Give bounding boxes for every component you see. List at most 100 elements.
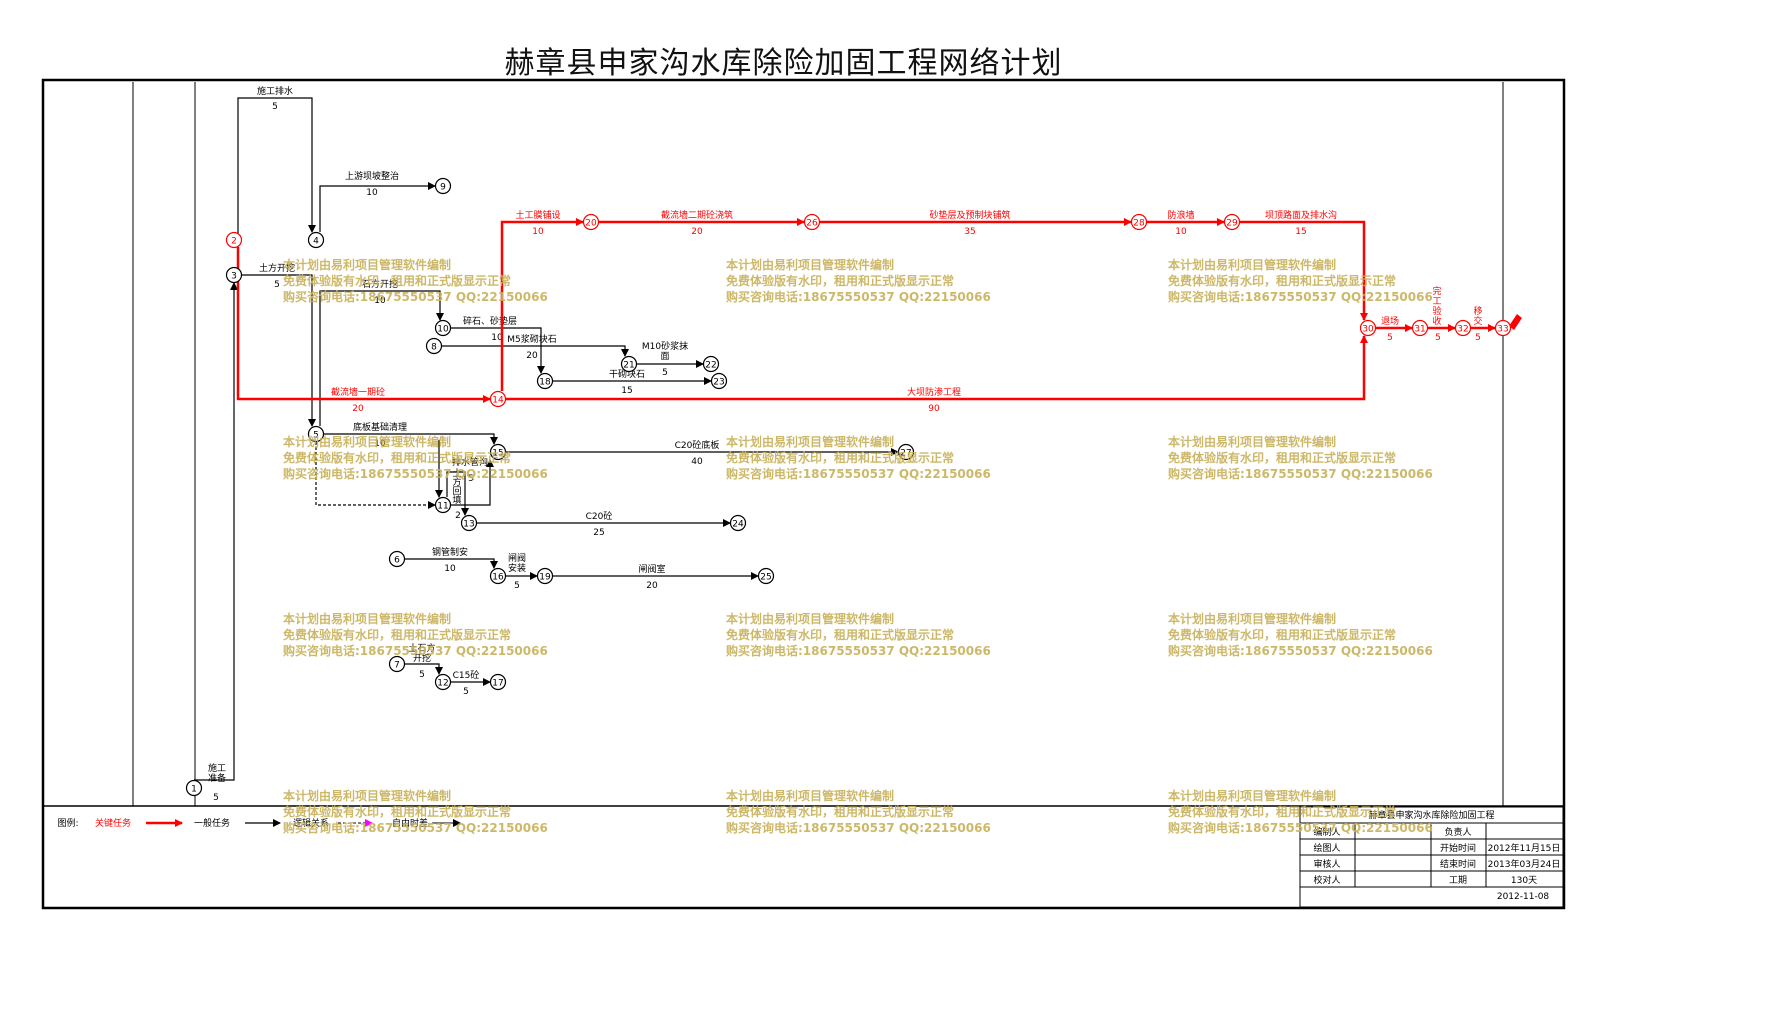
activity-name: 钢管制安	[432, 546, 468, 558]
activity-duration: 10	[1175, 227, 1187, 237]
node-number: 28	[1133, 219, 1145, 229]
watermark-line: 本计划由易利项目管理软件编制	[283, 612, 452, 626]
node-number: 4	[313, 237, 319, 247]
watermark: 本计划由易利项目管理软件编制免费体验版有水印，租用和正式版显示正常购买咨询电话:…	[1168, 434, 1433, 482]
activity-name: 防浪墙	[1167, 209, 1194, 221]
watermark: 本计划由易利项目管理软件编制免费体验版有水印，租用和正式版显示正常购买咨询电话:…	[283, 788, 548, 836]
watermark-line: 本计划由易利项目管理软件编制	[726, 612, 895, 626]
info-table-cell: 绘图人	[1313, 842, 1340, 854]
activity-name: C20砼	[586, 510, 613, 522]
activity-duration: 15	[1295, 227, 1306, 237]
watermark-line: 本计划由易利项目管理软件编制	[726, 435, 895, 449]
node-number: 32	[1457, 325, 1468, 335]
node-21: 21	[620, 355, 638, 373]
node-number: 33	[1497, 325, 1508, 335]
watermark: 本计划由易利项目管理软件编制免费体验版有水印，租用和正式版显示正常购买咨询电话:…	[726, 611, 991, 659]
watermark-line: 购买咨询电话:18675550537 QQ:22150066	[283, 644, 548, 658]
node-15: 15	[489, 443, 507, 461]
activity-name: 土石方开挖	[408, 642, 435, 664]
activity-duration: 5	[213, 793, 219, 803]
activity-name: 上游坝坡整治	[345, 170, 399, 182]
node-18: 18	[536, 372, 554, 390]
info-table	[1299, 806, 1564, 908]
activity-arrow	[506, 335, 1368, 401]
activity-duration: 5	[514, 581, 520, 591]
watermark-line: 购买咨询电话:18675550537 QQ:22150066	[283, 467, 548, 481]
node-circle	[757, 567, 775, 585]
node-14: 14	[489, 390, 507, 408]
watermark: 本计划由易利项目管理软件编制免费体验版有水印，租用和正式版显示正常购买咨询电话:…	[283, 257, 548, 305]
activity-name: 截流墙二期砼浇筑	[661, 209, 733, 221]
node-number: 15	[492, 449, 503, 459]
node-22: 22	[702, 355, 720, 373]
activity-arrow	[405, 558, 498, 569]
watermark: 本计划由易利项目管理软件编制免费体验版有水印，租用和正式版显示正常购买咨询电话:…	[283, 611, 548, 659]
activity-duration: 20	[691, 227, 703, 237]
watermark-line: 免费体验版有水印，租用和正式版显示正常	[1168, 274, 1397, 288]
node-number: 27	[900, 449, 911, 459]
activity-arrow	[237, 97, 316, 268]
node-number: 18	[539, 378, 551, 388]
node-4: 4	[307, 231, 325, 249]
page-title: 赫章县申家沟水库除险加固工程网络计划	[504, 46, 1063, 81]
node-6: 6	[388, 550, 406, 568]
watermark-line: 免费体验版有水印，租用和正式版显示正常	[726, 805, 955, 819]
info-table-cell: 2013年03月24日	[1488, 858, 1561, 870]
node-number: 12	[437, 679, 448, 689]
watermark-line: 购买咨询电话:18675550537 QQ:22150066	[1168, 821, 1433, 835]
legend-critical-label: 关键任务	[95, 817, 131, 829]
node-number: 30	[1362, 325, 1374, 335]
watermark-line: 免费体验版有水印，租用和正式版显示正常	[283, 451, 512, 465]
activity-name: 碎石、砂垫层	[463, 315, 517, 327]
node-circle	[536, 567, 554, 585]
watermark-line: 免费体验版有水印，租用和正式版显示正常	[283, 628, 512, 642]
watermark-line: 本计划由易利项目管理软件编制	[283, 258, 452, 272]
activity-name: 土方开挖	[259, 262, 295, 274]
node-number: 3	[231, 272, 237, 282]
watermark: 本计划由易利项目管理软件编制免费体验版有水印，租用和正式版显示正常购买咨询电话:…	[283, 434, 548, 482]
watermark: 本计划由易利项目管理软件编制免费体验版有水印，租用和正式版显示正常购买咨询电话:…	[1168, 257, 1433, 305]
watermark-line: 免费体验版有水印，租用和正式版显示正常	[1168, 451, 1397, 465]
watermark-line: 购买咨询电话:18675550537 QQ:22150066	[283, 290, 548, 304]
watermark: 本计划由易利项目管理软件编制免费体验版有水印，租用和正式版显示正常购买咨询电话:…	[726, 788, 991, 836]
activity-name: 施工排水	[257, 85, 293, 97]
info-table-project: 赫章县申家沟水库除险加固工程	[1368, 809, 1494, 821]
node-circle	[225, 266, 243, 284]
activity-arrow	[324, 433, 498, 445]
node-number: 29	[1226, 219, 1238, 229]
activity-name: M5浆砌块石	[507, 333, 557, 345]
node-number: 25	[760, 573, 771, 583]
node-20: 20	[582, 213, 600, 231]
activity-arrow	[451, 459, 494, 506]
node-23: 23	[710, 372, 728, 390]
activity-name: 底板基础清理	[353, 421, 407, 433]
watermark-line: 本计划由易利项目管理软件编制	[726, 258, 895, 272]
activity-name: 坝顶路面及排水沟	[1265, 209, 1337, 221]
node-9: 9	[434, 177, 452, 195]
watermark-line: 免费体验版有水印，租用和正式版显示正常	[1168, 628, 1397, 642]
activity-duration: 5	[274, 280, 280, 290]
node-number: 23	[713, 378, 724, 388]
node-circle	[1494, 319, 1512, 337]
node-17: 17	[489, 673, 507, 691]
watermark: 本计划由易利项目管理软件编制免费体验版有水印，租用和正式版显示正常购买咨询电话:…	[1168, 611, 1433, 659]
node-circle	[1359, 319, 1377, 337]
watermark-line: 本计划由易利项目管理软件编制	[1168, 789, 1337, 803]
activity-duration: 5	[1387, 333, 1393, 343]
activity-arrow	[242, 274, 316, 427]
info-table-cell: 结束时间	[1440, 858, 1476, 870]
info-table-cell: 校对人	[1313, 874, 1340, 886]
legend-free-float-label: 自由时差	[392, 817, 428, 829]
node-circle	[702, 355, 720, 373]
node-number: 16	[492, 573, 504, 583]
node-number: 10	[437, 325, 449, 335]
node-12: 12	[434, 673, 452, 691]
node-circle	[1223, 213, 1241, 231]
node-29: 29	[1223, 213, 1241, 231]
activity-duration: 10	[444, 564, 456, 574]
activity-name: 闸阀安装	[508, 553, 526, 574]
watermark-line: 本计划由易利项目管理软件编制	[1168, 258, 1337, 272]
node-circle	[388, 655, 406, 673]
node-30: 30	[1359, 319, 1377, 337]
